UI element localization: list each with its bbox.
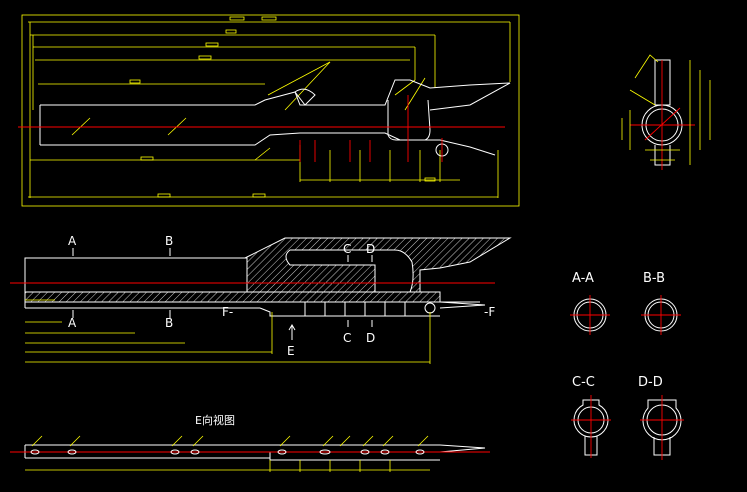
section-bb-label: B-B xyxy=(643,271,665,286)
section-bb: B-B xyxy=(641,271,681,335)
section-dd: D-D xyxy=(638,375,684,460)
section-aa-label: A-A xyxy=(572,271,594,286)
section-view: A B C D A B C D F- -F E xyxy=(10,234,512,364)
label-d-top: D xyxy=(366,242,375,256)
label-b-top: B xyxy=(165,234,173,248)
label-c-bottom: C xyxy=(343,331,351,345)
label-b-bottom: B xyxy=(165,316,173,330)
section-aa: A-A xyxy=(570,271,610,335)
e-view-holes xyxy=(30,435,429,455)
top-dimension-texts xyxy=(129,16,436,198)
label-c-top: C xyxy=(343,242,351,256)
section-ticks xyxy=(304,302,406,316)
section-dd-label: D-D xyxy=(638,375,663,390)
top-view-frame xyxy=(21,14,520,207)
label-f-left: F- xyxy=(222,305,233,319)
top-view xyxy=(18,14,520,207)
label-d-bottom: D xyxy=(366,331,375,345)
section-cc-label: C-C xyxy=(572,375,595,390)
section-cut-marks xyxy=(72,248,373,340)
label-f-right: -F xyxy=(484,305,495,319)
e-direction-view: E向视图 xyxy=(10,413,490,472)
top-red-markers xyxy=(299,95,443,162)
label-a-top: A xyxy=(68,234,77,248)
label-a-bottom: A xyxy=(68,316,77,330)
end-view xyxy=(621,54,711,170)
e-view-dimensions xyxy=(25,460,430,472)
label-e-arrow: E xyxy=(287,344,295,358)
section-dimensions xyxy=(25,299,431,364)
e-view-title: E向视图 xyxy=(195,413,235,427)
section-cc: C-C xyxy=(571,375,611,458)
top-dimension-lines xyxy=(28,21,511,198)
